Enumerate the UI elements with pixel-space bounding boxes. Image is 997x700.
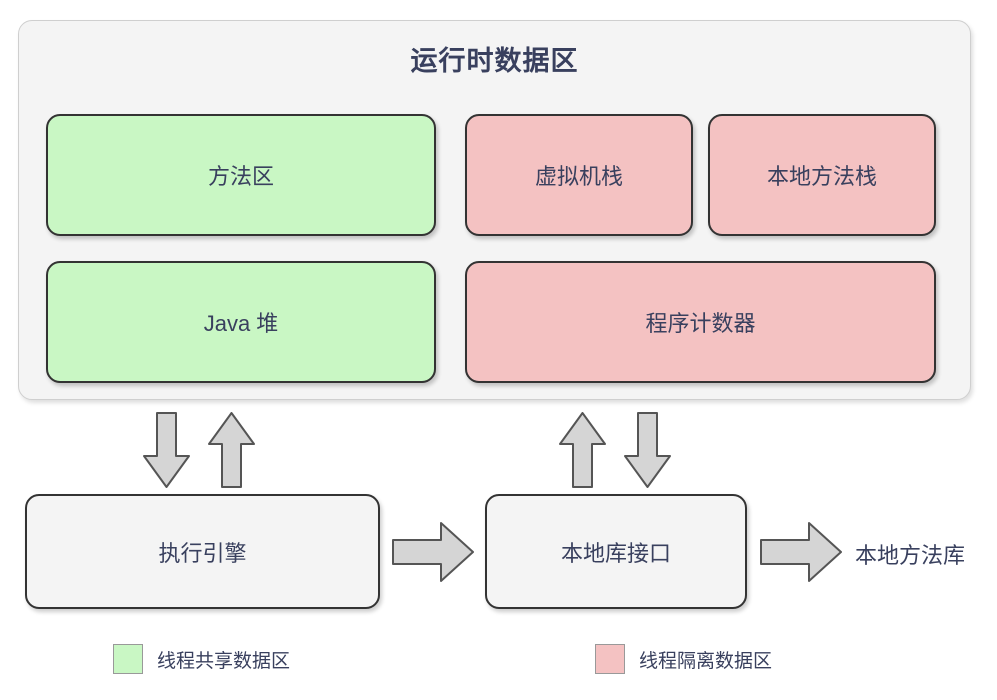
legend-label-thread-isolated: 线程隔离数据区 — [639, 650, 773, 672]
runtime-data-area-container: 运行时数据区 方法区 虚拟机栈 本地方法栈 Java 堆 程序计数器 — [18, 20, 971, 400]
arrow-down-icon-pc-to-jni — [624, 412, 671, 488]
arrow-up-icon-engine-to-heap — [208, 412, 255, 488]
legend-item-thread-isolated: 线程隔离数据区 — [595, 644, 772, 674]
label-native-method-library: 本地方法库 — [855, 543, 966, 568]
arrow-down-icon-heap-to-engine — [143, 412, 190, 488]
legend-swatch-isolated-icon — [595, 644, 625, 674]
memory-region-vm-stack[interactable]: 虚拟机栈 — [465, 114, 693, 236]
component-execution-engine[interactable]: 执行引擎 — [25, 494, 380, 609]
legend-swatch-shared-icon — [113, 644, 143, 674]
memory-region-java-heap[interactable]: Java 堆 — [46, 261, 436, 383]
memory-region-method-area[interactable]: 方法区 — [46, 114, 436, 236]
arrow-up-icon-jni-to-pc — [559, 412, 606, 488]
component-native-interface[interactable]: 本地库接口 — [485, 494, 747, 609]
runtime-data-area-title: 运行时数据区 — [410, 46, 579, 76]
memory-region-native-method-stack[interactable]: 本地方法栈 — [708, 114, 936, 236]
legend-item-thread-shared: 线程共享数据区 — [113, 644, 290, 674]
arrow-right-icon-engine-to-jni — [392, 521, 474, 583]
arrow-right-icon-jni-to-native-library — [760, 521, 842, 583]
memory-region-program-counter[interactable]: 程序计数器 — [465, 261, 936, 383]
legend-label-thread-shared: 线程共享数据区 — [157, 650, 291, 672]
